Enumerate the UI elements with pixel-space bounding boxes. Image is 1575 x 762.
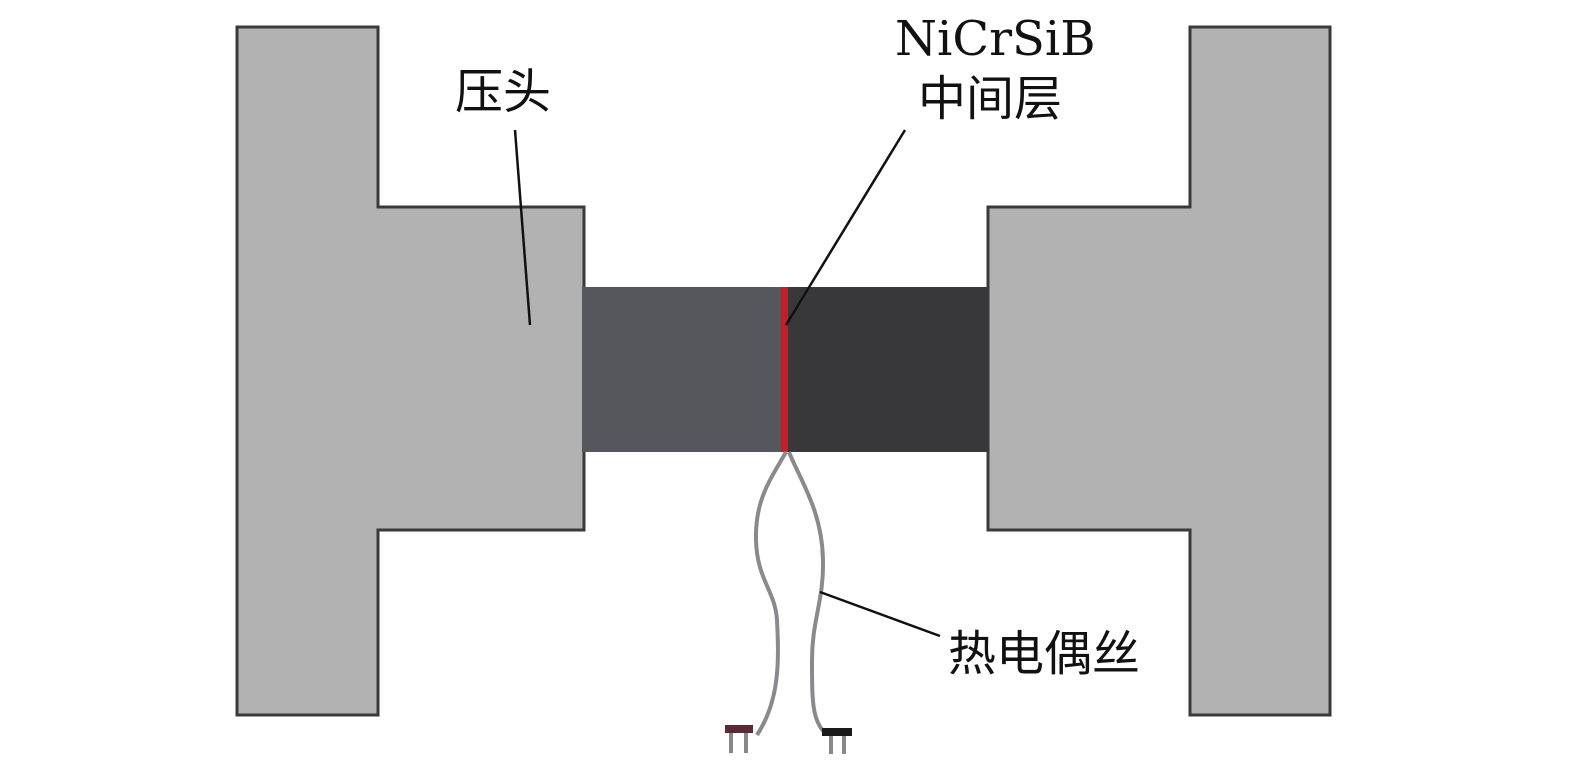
interlayer-label: 中间层 bbox=[918, 71, 1063, 127]
left-indenter bbox=[235, 25, 586, 717]
thermocouple-wire-right bbox=[787, 451, 827, 735]
right-indenter bbox=[986, 25, 1332, 717]
connector-right bbox=[822, 728, 852, 754]
indenter-leader-line bbox=[513, 129, 532, 326]
right-specimen bbox=[787, 287, 989, 452]
interlayer-leader-line bbox=[784, 129, 907, 326]
thermocouple-wire-left bbox=[753, 451, 788, 737]
wire-leader-line bbox=[819, 590, 941, 638]
indenter-label: 压头 bbox=[455, 64, 552, 120]
left-specimen bbox=[582, 287, 783, 452]
nicrsib-interlayer bbox=[781, 287, 788, 452]
thermocouple-wire-label: 热电偶丝 bbox=[948, 626, 1141, 682]
interlayer-material-label: NiCrSiB bbox=[895, 11, 1096, 67]
connector-left bbox=[725, 725, 753, 753]
